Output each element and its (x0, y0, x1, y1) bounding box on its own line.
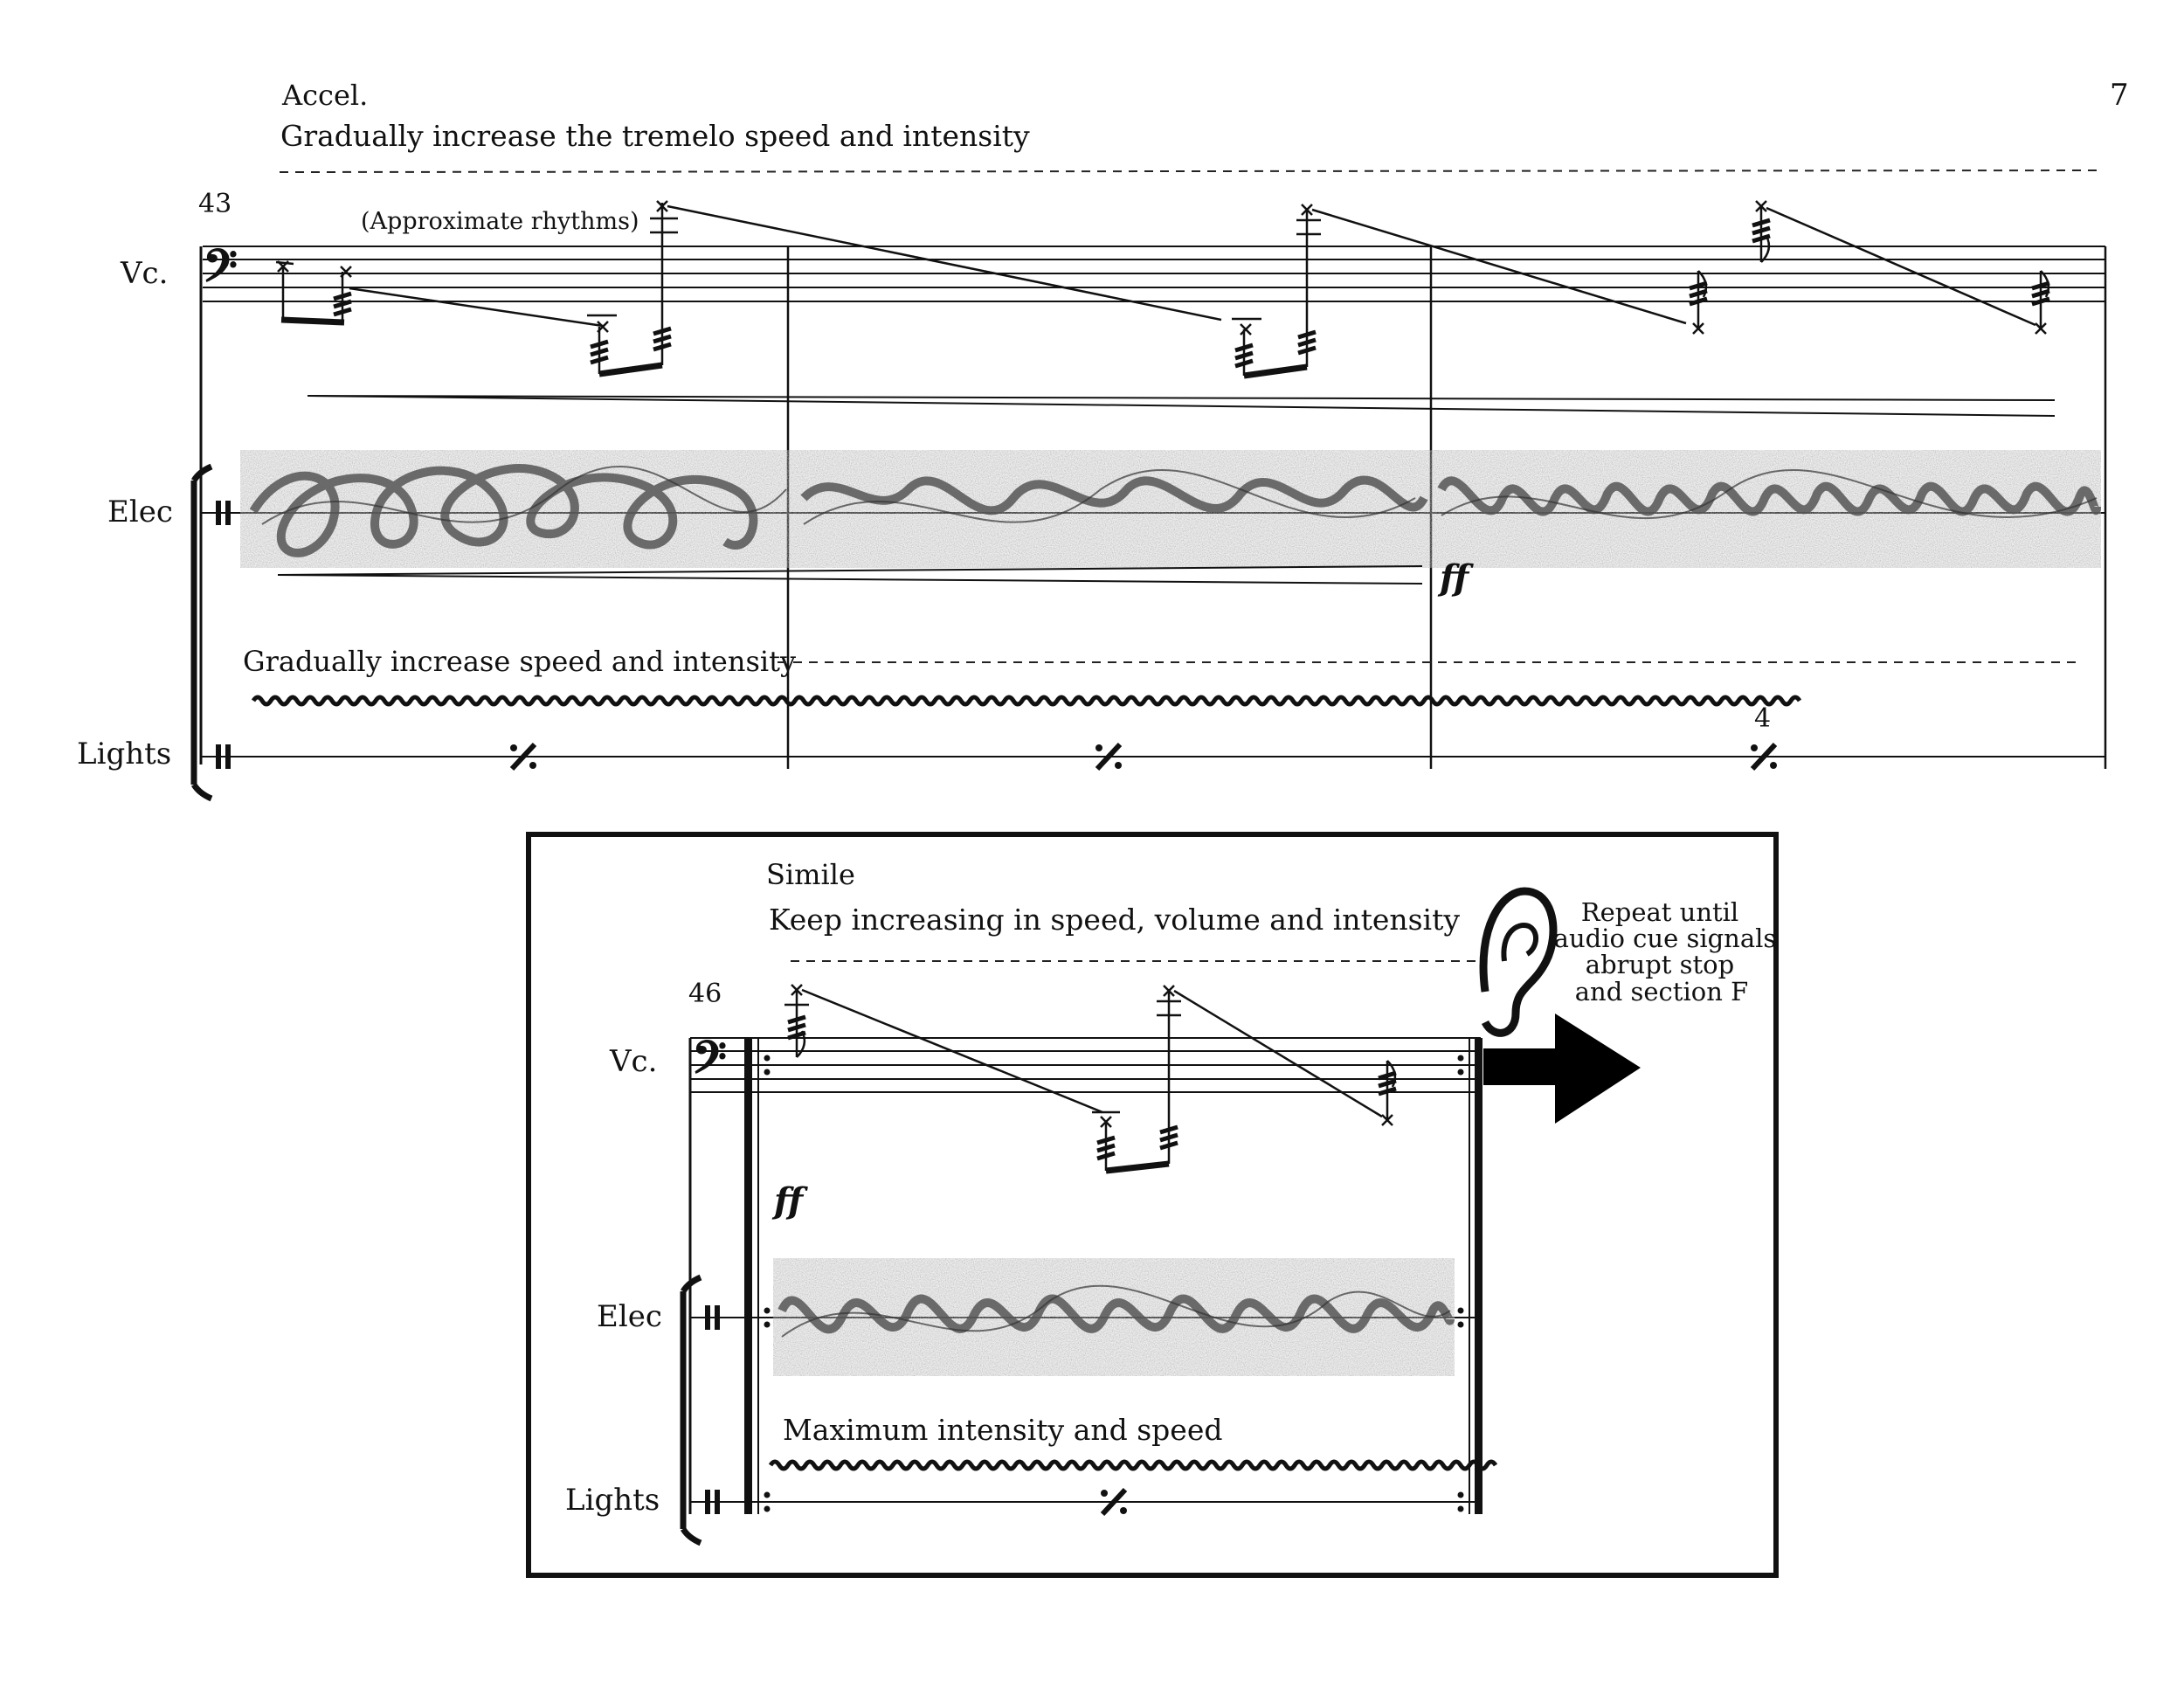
cue-line: abrupt stop (1586, 950, 1734, 979)
system-bracket (190, 463, 213, 802)
measure-repeat-icon (1095, 742, 1123, 771)
dynamic-ff: ff (771, 1180, 808, 1221)
simile-marking: Simile (766, 858, 855, 891)
cello-staff (690, 1037, 1481, 1093)
cello-notes (784, 984, 1397, 1174)
percussion-clef-icon (705, 1490, 720, 1514)
tempo-marking: Accel. (281, 79, 368, 112)
electronic-texture-graphic (240, 450, 2101, 568)
repeat-count: 4 (1754, 703, 1771, 734)
elec-instruction: Gradually increase speed and intensity (243, 645, 796, 678)
cue-line: Repeat until (1581, 897, 1738, 927)
decrescendo-hairpin (307, 395, 2056, 417)
part-label-cello: Vc. (609, 1044, 657, 1079)
lights-instruction: Maximum intensity and speed (783, 1413, 1222, 1447)
measure-repeat-icon (509, 742, 537, 771)
cello-notes (275, 200, 1222, 377)
instruction-extension-line (279, 169, 2102, 173)
start-repeat-barline (744, 1038, 771, 1514)
rhythm-note: (Approximate rhythms) (361, 208, 639, 235)
measure-repeat-icon (1100, 1487, 1128, 1517)
part-label-electronics: Elec (107, 495, 173, 529)
system-bracket (680, 1274, 702, 1546)
arrow-right-icon (1483, 1013, 1641, 1124)
part-label-electronics: Elec (597, 1299, 662, 1334)
percussion-clef-icon (216, 744, 231, 769)
system1-instruction: Gradually increase the tremelo speed and… (280, 119, 1030, 153)
end-repeat-barline (1457, 1038, 1482, 1514)
measure-number-43: 43 (198, 189, 232, 219)
bass-clef-icon: 𝄢 (203, 239, 238, 303)
measure-number-46: 46 (688, 979, 722, 1009)
cello-notes (1689, 200, 2050, 335)
page-number: 7 (2110, 78, 2129, 113)
percussion-clef-icon (216, 501, 231, 525)
cue-line: audio cue signals (1554, 924, 1777, 953)
part-label-lights: Lights (565, 1483, 660, 1518)
cello-staff (203, 246, 2105, 302)
crescendo-hairpin (277, 565, 1423, 585)
electronic-texture-graphic (773, 1258, 1455, 1376)
wavy-line (251, 695, 1802, 707)
part-label-lights: Lights (77, 737, 171, 771)
percussion-clef-icon (705, 1305, 720, 1330)
dynamic-ff: ff (1437, 557, 1474, 598)
wavy-line (768, 1459, 1498, 1471)
repeat-box (526, 832, 1779, 1578)
bass-clef-icon: 𝄢 (692, 1031, 727, 1095)
measure-repeat-icon (1750, 742, 1778, 771)
ear-icon (1479, 887, 1558, 1037)
system2-instruction: Keep increasing in speed, volume and int… (769, 903, 1460, 937)
part-label-cello: Vc. (120, 256, 168, 291)
cello-notes (1232, 204, 1687, 379)
cue-line: and section F (1575, 977, 1748, 1007)
